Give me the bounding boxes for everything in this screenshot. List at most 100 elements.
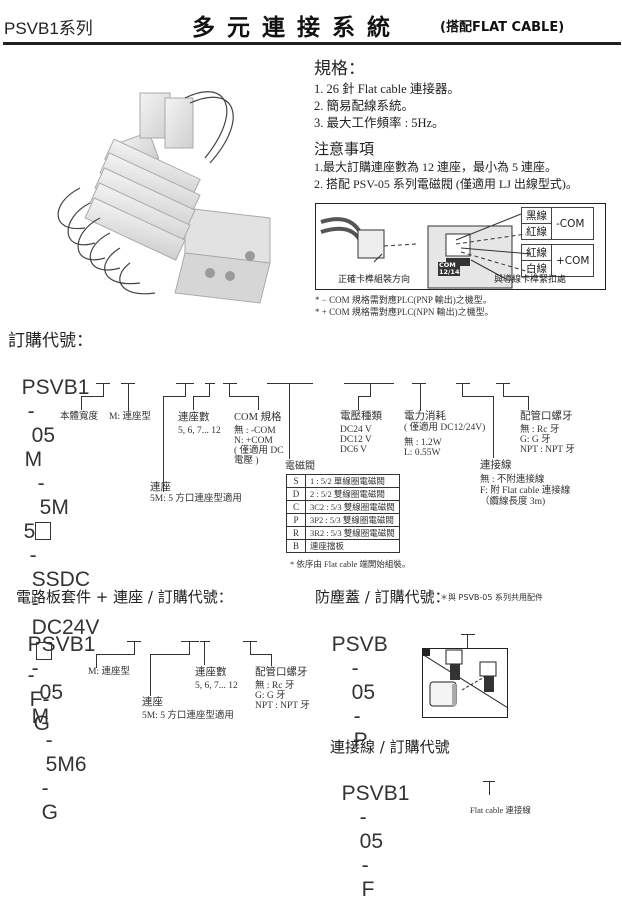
order-heading: 訂購代號： xyxy=(8,331,93,351)
spec-item: 1. 26 針 Flat cable 連接器。 xyxy=(314,82,460,96)
code-dash: - xyxy=(31,657,39,680)
valve-desc: 1 : 5/2 單線圈電磁閥 xyxy=(305,474,400,488)
code-series: PSVB1 xyxy=(27,633,96,656)
cable-order-code: PSVB1 - 05 - F xyxy=(330,758,410,902)
caption-right: 與導線卡榫緊扣處 xyxy=(494,275,567,285)
board-label-thread-line: NPT : NPT 牙 xyxy=(255,701,310,711)
wiring-drawing xyxy=(320,213,537,289)
code-manifold: M xyxy=(31,705,50,728)
board-label-base-title: 連座 xyxy=(142,697,163,708)
wire-black: 黑線 xyxy=(521,207,552,224)
valve-code: C xyxy=(286,500,306,514)
code-valves: SSDC xyxy=(31,568,91,591)
label-com-line: 無 : -COM xyxy=(234,426,276,436)
specs-heading: 規格： xyxy=(314,59,365,79)
dust-cover-drawing xyxy=(422,648,508,718)
code-dash: - xyxy=(37,472,45,495)
code-stations: 5 xyxy=(23,520,36,543)
valve-code: P xyxy=(286,513,306,527)
code-cable: F xyxy=(361,878,375,901)
board-kit-heading: 電路板套件 + 連座 / 訂購代號： xyxy=(16,588,233,606)
code-voltage: DC24V xyxy=(31,616,100,639)
cable-order-leader xyxy=(489,781,490,795)
label-com-line: 電壓 ) xyxy=(234,456,259,466)
board-label-stations-values: 5, 6, 7... 12 xyxy=(195,681,238,691)
code-com-box xyxy=(35,522,52,540)
dust-cover-leader xyxy=(467,634,468,648)
label-thread-line: 無 : Rc 牙 xyxy=(520,425,560,435)
note-item: 2. 搭配 PSV-05 系列電磁閥 (僅適用 LJ 出線型式)。 xyxy=(314,177,578,191)
valve-code: D xyxy=(286,487,306,501)
wire-white: 白線 xyxy=(521,260,552,277)
valve-code: S xyxy=(286,474,306,488)
code-dash: - xyxy=(351,657,359,680)
label-power-line: 無 : 1.2W xyxy=(404,438,442,448)
spec-item: 2. 簡易配線系統。 xyxy=(314,99,415,113)
order-code: PSVB1 - 05 M - 5M 5 - SSDC - DC24V - F- … xyxy=(10,352,100,736)
cable-order-label: Flat cable 連接線 xyxy=(470,805,531,815)
label-stations-values: 5, 6, 7... 12 xyxy=(178,426,221,436)
dust-cover-heading: 防塵蓋 / 訂購代號： xyxy=(315,588,450,606)
board-label-thread-title: 配管口螺牙 xyxy=(255,667,308,678)
code-thread: G xyxy=(41,801,59,824)
code-body-width: 05 xyxy=(359,830,384,853)
caption-left: 正確卡榫組裝方向 xyxy=(338,275,411,285)
plus-com-label: +COM xyxy=(550,244,595,277)
code-body-width: 05 xyxy=(351,681,376,704)
label-com-line: N: +COM xyxy=(234,436,273,446)
code-dash: - xyxy=(42,688,50,711)
code-base-stations: 5M6 xyxy=(45,753,87,776)
valve-desc: 3P2 : 5/3 雙線圈電磁閥 xyxy=(305,513,400,527)
label-voltage-title: 電壓種類 xyxy=(340,411,382,422)
dust-cover-leader xyxy=(461,634,475,635)
valve-code: R xyxy=(286,526,306,540)
valve-table-footnote: * 依序由 Flat cable 端開始組裝。 xyxy=(290,559,411,569)
valve-table-title: 電磁閥 xyxy=(285,461,315,472)
valve-desc: 3R2 : 5/3 雙線圈電磁閥 xyxy=(305,526,400,540)
series-label: PSVB1系列 xyxy=(4,19,93,38)
plug-connector xyxy=(357,229,385,259)
label-power-note: ( 僅適用 DC12/24V) xyxy=(404,423,486,433)
page-title: 多元連接系統 xyxy=(192,15,402,41)
label-thread-title: 配管口螺牙 xyxy=(520,411,573,422)
notes-heading: 注意事項 xyxy=(314,140,375,158)
wire-red: 紅線 xyxy=(521,244,552,261)
label-body-width: 本體寬度 xyxy=(60,412,99,422)
code-series: PSVB1 xyxy=(341,782,410,805)
code-dash: - xyxy=(41,777,49,800)
code-dash: - xyxy=(45,729,53,752)
label-voltage-line: DC24 V xyxy=(340,425,372,435)
wire-color-table: 黑線-COM 紅線 紅線+COM 白線 xyxy=(521,207,595,277)
code-thread: G xyxy=(33,712,51,735)
code-cable: F xyxy=(29,688,43,711)
code-dash: - xyxy=(29,544,37,567)
board-label-stations-title: 連座數 xyxy=(195,667,227,678)
dust-cover-note: ＊與 PSVB-05 系列共用配件 xyxy=(440,593,544,602)
label-cable-line: 無 : 不附連接線 xyxy=(480,475,545,485)
label-voltage-line: DC12 V xyxy=(340,435,372,445)
valve-desc: 3C2 : 5/3 雙線圈電磁閥 xyxy=(305,500,400,514)
page-subtitle: (搭配FLAT CABLE) xyxy=(440,20,565,35)
wire-red: 紅線 xyxy=(521,223,552,240)
label-com-title: COM 規格 xyxy=(234,412,282,423)
product-photo xyxy=(57,91,271,304)
board-label-thread-line: 無 : Rc 牙 xyxy=(255,681,295,691)
label-manifold-type: M: 連座型 xyxy=(109,412,151,422)
label-cable-line: F: 附 Flat cable 連接線 xyxy=(480,486,571,496)
label-base-title: 連座 xyxy=(150,482,171,493)
wire-harness xyxy=(57,91,234,295)
label-power-line: L: 0.55W xyxy=(404,448,441,458)
valve-code: B xyxy=(286,539,306,553)
connector-label: COM 12/14 xyxy=(438,261,461,276)
board-label-thread-line: G: G 牙 xyxy=(255,691,286,701)
code-series: PSVB xyxy=(331,633,388,656)
valve-stack xyxy=(84,92,201,261)
code-dash: - xyxy=(353,705,361,728)
connector-label-com: COM xyxy=(439,261,456,269)
valve-desc: 連座擋板 xyxy=(305,539,400,553)
